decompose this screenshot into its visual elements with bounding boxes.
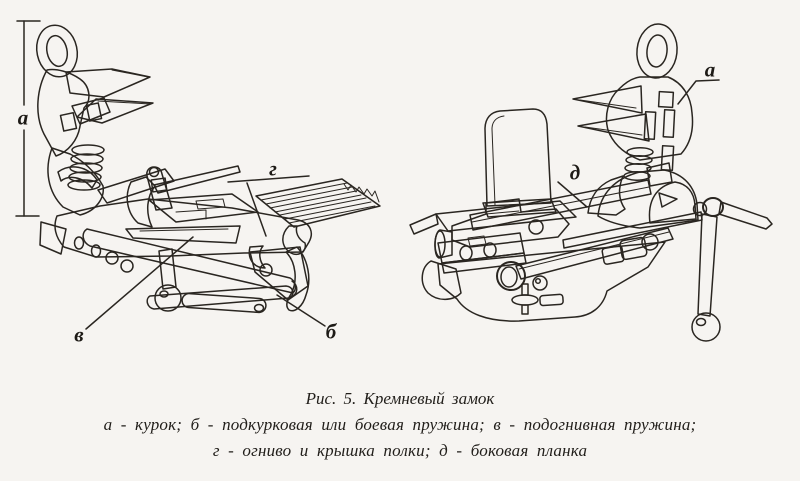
under-plate-bracket [249,246,309,301]
right-lock-drawing [409,23,773,342]
arch-triangle-hole [658,192,678,208]
cock-upper-jaw [572,85,643,114]
plate-stud [120,259,134,273]
callout-lines-left [85,175,326,330]
barrel-ring [496,261,526,291]
sear-arm-blade [153,165,241,194]
caption-title: Рис. 5. Кремневый замок [305,389,495,408]
frizzen-ribbed-plate [255,178,381,228]
jaw-screw-side [85,102,103,122]
lever-blade [718,201,773,230]
ball-highlight [159,290,169,298]
plate-hole [90,244,102,258]
label-b: б [325,319,337,344]
sear-post [146,166,173,211]
base-back-bar [435,200,577,232]
post-ball-finial [154,284,182,312]
side-plank [469,179,652,231]
pan-strip-line [139,228,229,232]
cock-foot [47,147,104,216]
bracket-hole [259,263,273,277]
rail-bar [515,227,674,280]
mainspring-lower-leg [146,285,294,310]
lug-top-slot [467,235,487,247]
cock-ring-hole [646,34,668,68]
tumbler-hump [597,169,699,229]
cock-lower-jaw [577,113,650,142]
coil-spring-right [623,147,654,181]
flash-panel [484,108,552,207]
lower-plate [437,241,666,322]
lower-link-bar [181,292,267,314]
cock-hammer-left [35,24,154,216]
cock-ring-hole [45,34,69,68]
label-d: д [569,160,581,185]
frizzen-teeth [343,183,380,203]
label-g: г [269,156,277,181]
t-pin [511,283,539,315]
pan-pivot-crescent [248,245,266,269]
stepped-block [451,198,570,248]
plate-left-tail [421,260,462,301]
plate-tail-hook [285,246,310,312]
block-screw [528,219,544,235]
callout-lines-right [557,79,720,208]
lug-hole [483,242,497,258]
lug-hole [459,245,473,261]
rod-ball [691,312,721,342]
small-donut [532,275,548,291]
wave-foot [587,175,626,216]
dark-tab [539,293,564,307]
mainspring-upper-leg [82,228,297,294]
barrel-ring-bore [500,266,518,288]
foot-highlight [57,166,98,189]
label-a-right: а [704,57,716,82]
plate-hole [73,236,85,250]
dimension-bracket [15,20,41,217]
jaw-screw [59,111,78,132]
cock-body [37,68,90,157]
hanger-rod [697,213,718,317]
muzzle-point [409,213,439,235]
sear-spring-post [158,248,177,290]
cock-hammer-right [572,23,699,229]
ball-highlight [695,317,707,327]
mainspring-bend [290,280,298,298]
caption-line-3: г - огниво и крышка полки; д - боковая п… [212,441,588,460]
label-a-left: а [17,105,29,130]
panel-thickness-line [491,115,505,206]
plate-left-wedge [39,221,67,255]
plate-stud [105,251,119,265]
body-strip [662,109,676,138]
caption-line-2: а - курок; б - подкурковая или боевая пр… [103,415,697,434]
dark-wedge [646,162,673,187]
cylinder-cap [434,230,446,258]
left-lock-drawing [15,20,381,330]
block-step-line [485,210,520,215]
cock-lower-jaw [76,98,154,124]
flint-band [71,97,111,125]
donut-center [534,277,542,285]
cock-upper-jaw [65,68,151,98]
sear-post-plate [150,177,168,193]
bolt-cluster [601,233,659,265]
cock-body [605,76,694,161]
label-v: в [74,322,84,347]
jaw-screw [657,90,675,109]
pan-cover-plate [148,193,259,223]
pan-step-line [175,209,207,220]
body-strip [660,145,675,172]
pan-lower-strip [125,225,241,244]
bridle-arch [648,181,697,224]
link-pivot [253,303,265,313]
pivot-screw-head [692,201,708,217]
upper-thin-rod [562,211,703,249]
frizzen-base-bracket [282,225,307,255]
pan-cutout [195,198,226,210]
body-strip [643,111,657,140]
sear-post-head [148,166,160,178]
